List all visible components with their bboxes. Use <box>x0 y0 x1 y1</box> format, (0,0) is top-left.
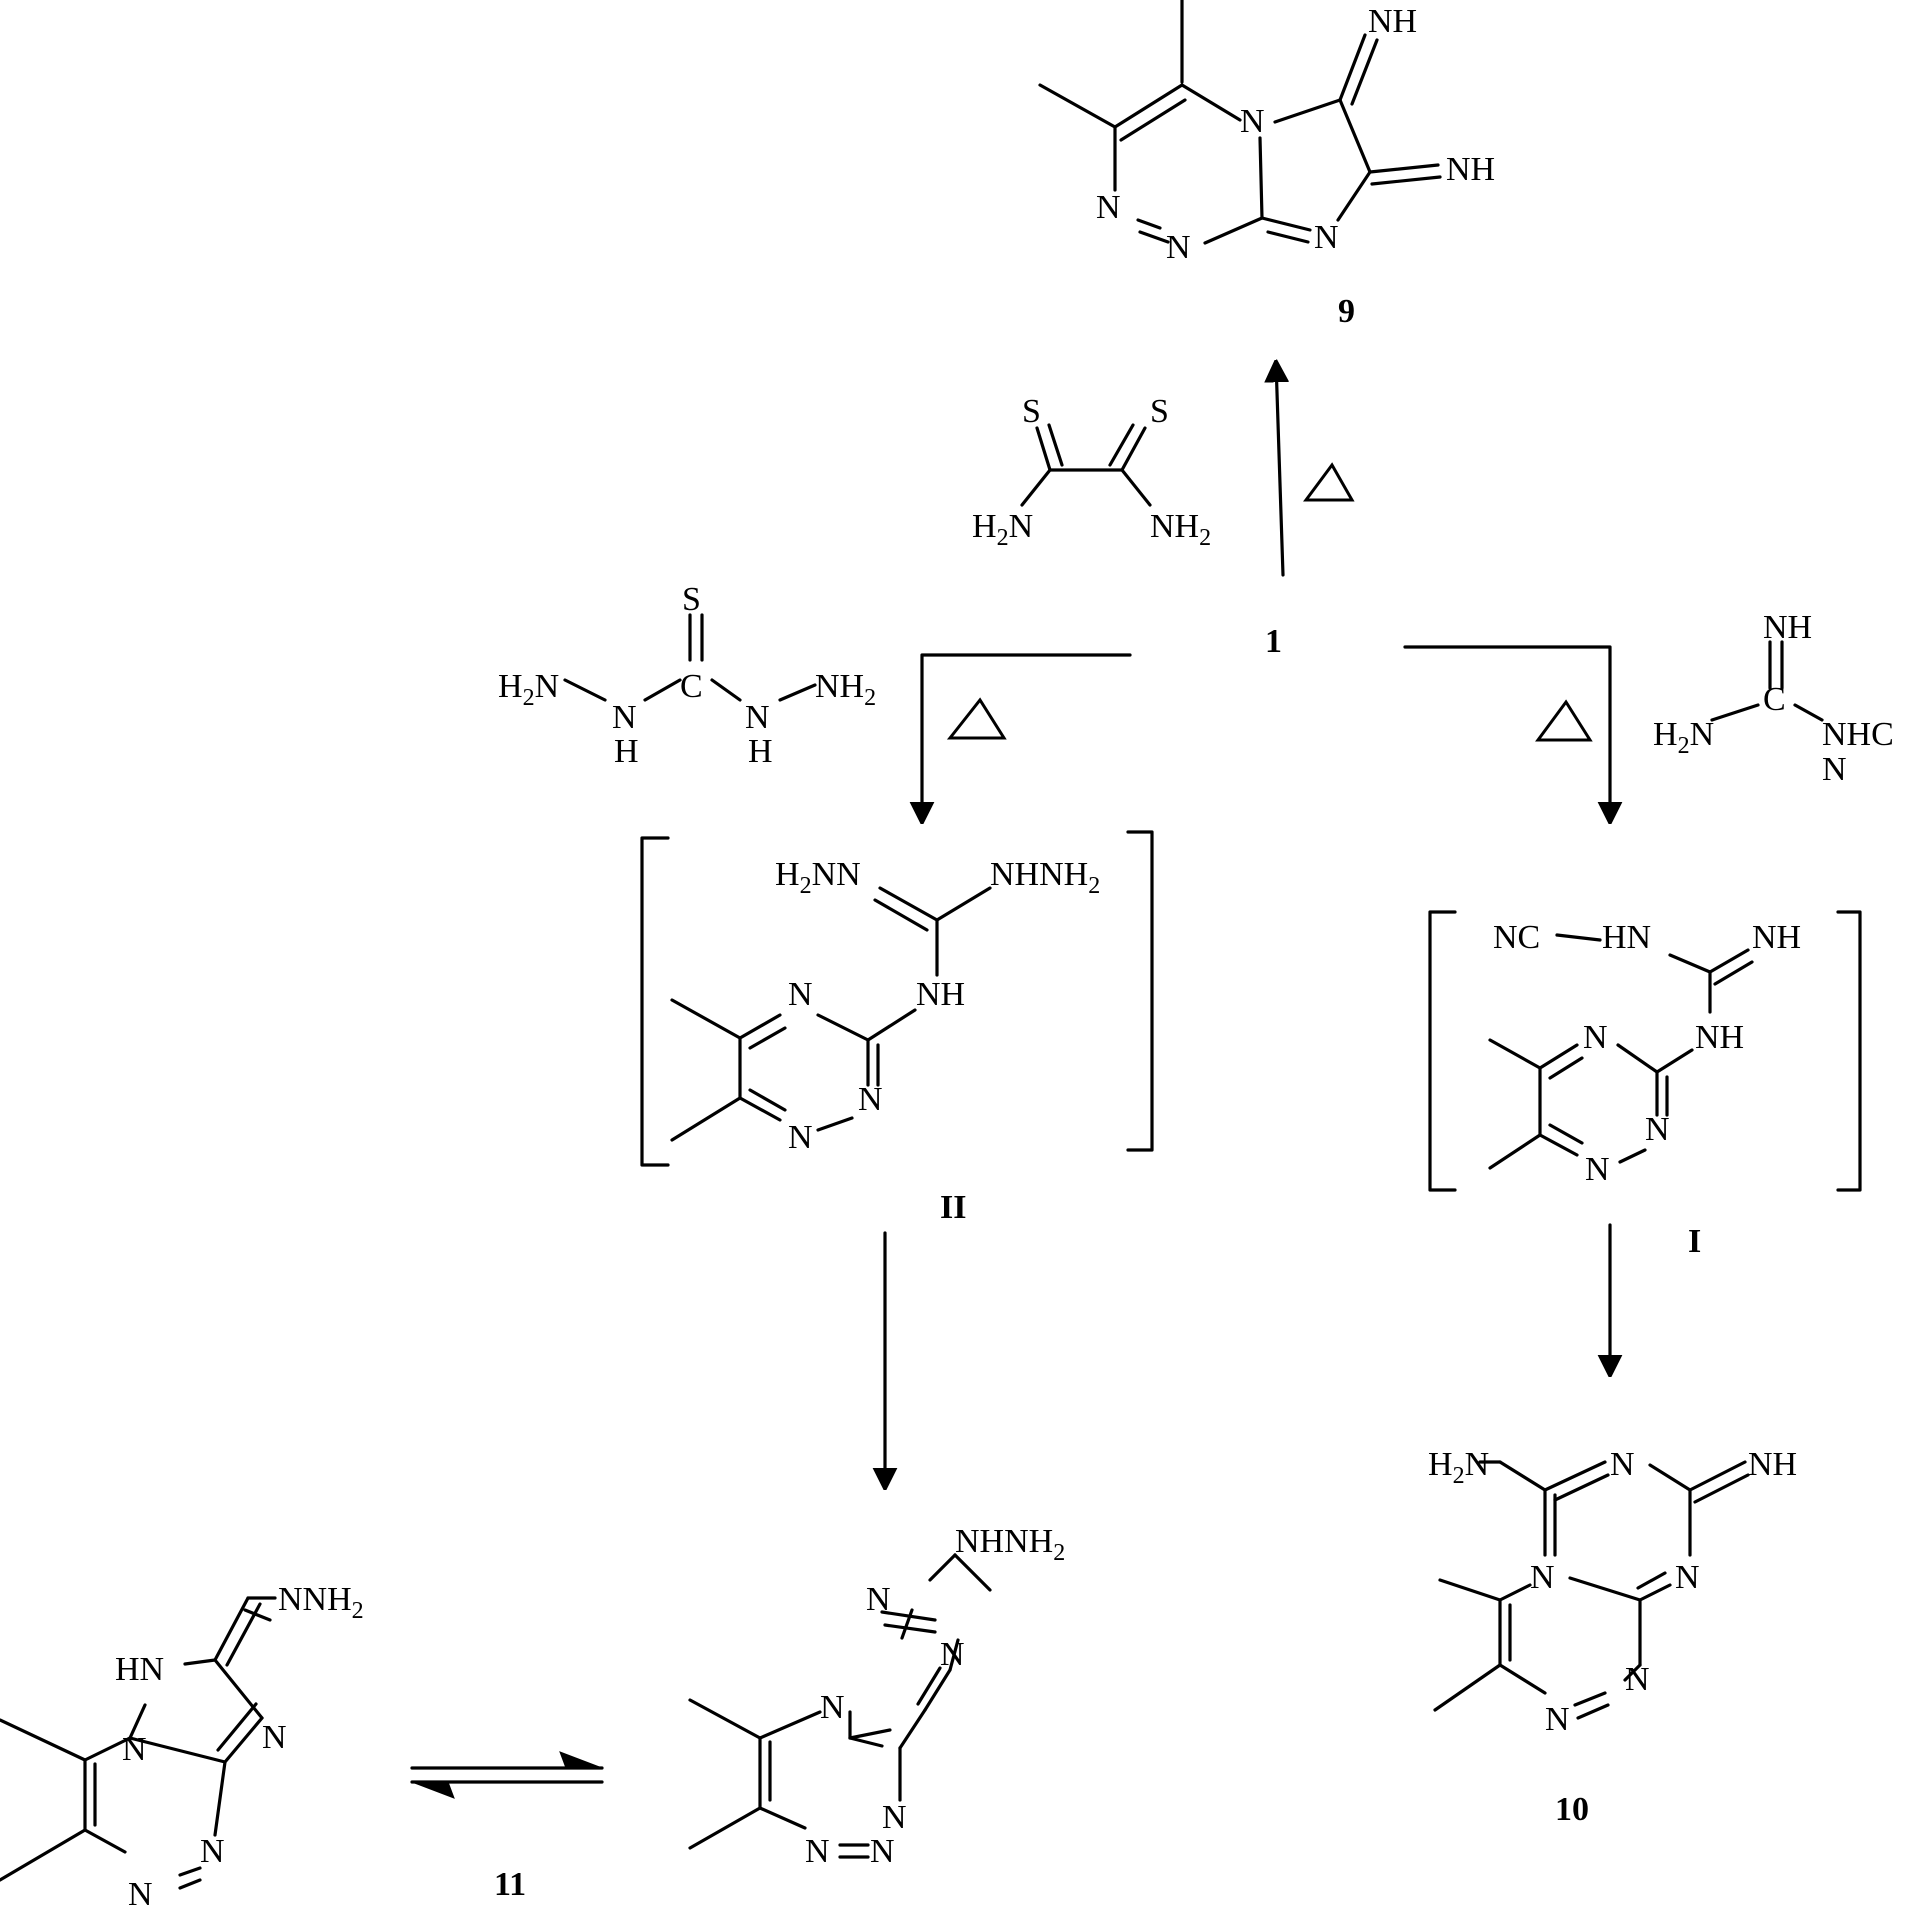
compound-11-tautomer-a-structure <box>688 1553 992 1859</box>
equilibrium-arrows <box>410 1751 604 1799</box>
atom-label: S <box>1150 393 1169 430</box>
atom-label: N <box>866 1581 891 1618</box>
atom-label: N <box>1822 751 1847 788</box>
reagent-cyanoguanidine <box>1710 640 1824 722</box>
atom-label: N <box>1314 219 1339 256</box>
heat-triangle <box>1303 462 1355 502</box>
atom-label: H2N <box>972 508 1033 551</box>
atom-label: N <box>788 1119 813 1156</box>
atom-label: S <box>1022 393 1041 430</box>
bracket-right <box>1126 830 1154 1152</box>
atom-label: N <box>788 976 813 1013</box>
bracket-right <box>1836 910 1862 1192</box>
atom-label: N <box>1585 1151 1610 1188</box>
atom-label: C <box>680 668 703 705</box>
atom-label: HN <box>1602 919 1651 956</box>
intermediate-label-II: II <box>940 1189 966 1226</box>
atom-label: N <box>1675 1559 1700 1596</box>
atom-label: NHNH2 <box>990 856 1100 899</box>
atom-label: NH <box>1752 919 1801 956</box>
atom-label: N <box>128 1876 153 1913</box>
atom-label: H2N <box>498 668 559 711</box>
atom-label: NH <box>1763 609 1812 646</box>
atom-label: NH <box>1748 1446 1797 1483</box>
heat-triangle <box>1535 699 1593 742</box>
reagent-dithiooxamide <box>1020 423 1152 507</box>
atom-label: NHC <box>1822 716 1894 753</box>
bracket-left <box>1428 910 1457 1192</box>
atom-label: HN <box>115 1651 164 1688</box>
atom-label: NNH2 <box>278 1581 364 1624</box>
arrow-to-I <box>1403 645 1610 822</box>
atom-label: N <box>1610 1446 1635 1483</box>
atom-label: NC <box>1493 919 1540 956</box>
atom-label: N <box>858 1081 883 1118</box>
atom-label: NH <box>1446 151 1495 188</box>
compound-label-10: 10 <box>1555 1791 1589 1828</box>
arrow-to-9 <box>1276 362 1283 577</box>
bracket-left <box>640 836 670 1167</box>
atom-label: N <box>882 1799 907 1836</box>
atom-label: N <box>200 1833 225 1870</box>
atom-label: NH <box>1695 1019 1744 1056</box>
compound-label-11: 11 <box>494 1866 526 1903</box>
atom-label: N <box>940 1636 965 1673</box>
atom-label: N <box>805 1833 830 1870</box>
atom-label: S <box>682 581 701 618</box>
reagent-thiocarbohydrazide <box>563 613 817 702</box>
atom-label: N <box>1166 229 1191 266</box>
heat-triangle <box>946 697 1007 740</box>
atom-label: N <box>1583 1019 1608 1056</box>
atom-label: N <box>262 1719 287 1756</box>
atom-label: N <box>1530 1559 1555 1596</box>
atom-label: NH <box>1368 3 1417 40</box>
atom-label: N <box>1240 103 1265 140</box>
atom-label: NH2 <box>815 668 876 711</box>
compound-11-tautomer-b-structure <box>0 1596 277 1890</box>
atom-label: N <box>870 1833 895 1870</box>
atom-label: NH <box>916 976 965 1013</box>
atom-label: N <box>1096 189 1121 226</box>
atom-label: H2NN <box>775 856 861 899</box>
atom-label: N <box>745 699 770 736</box>
atom-label: H2N <box>1653 716 1714 759</box>
atom-label: H2N <box>1428 1446 1489 1489</box>
atom-label: NHNH2 <box>955 1523 1065 1566</box>
compound-label-9: 9 <box>1338 293 1355 330</box>
atom-label: N <box>820 1689 845 1726</box>
intermediate-II-structure <box>670 886 992 1142</box>
atom-label: N <box>1625 1661 1650 1698</box>
intermediate-label-I: I <box>1688 1223 1701 1260</box>
atom-label: N <box>1645 1111 1670 1148</box>
atom-label: NH2 <box>1150 508 1211 551</box>
atom-label: H <box>748 733 773 770</box>
atom-label: C <box>1763 681 1786 718</box>
compound-label-1: 1 <box>1265 623 1282 660</box>
compound-10-structure <box>1433 1460 1750 1720</box>
atom-label: N <box>1545 1701 1570 1738</box>
arrow-to-II <box>922 653 1132 822</box>
compound-9-structure <box>1038 0 1442 245</box>
intermediate-I-structure <box>1488 933 1754 1170</box>
atom-label: H <box>614 733 639 770</box>
atom-label: N <box>612 699 637 736</box>
atom-label: N <box>122 1731 147 1768</box>
